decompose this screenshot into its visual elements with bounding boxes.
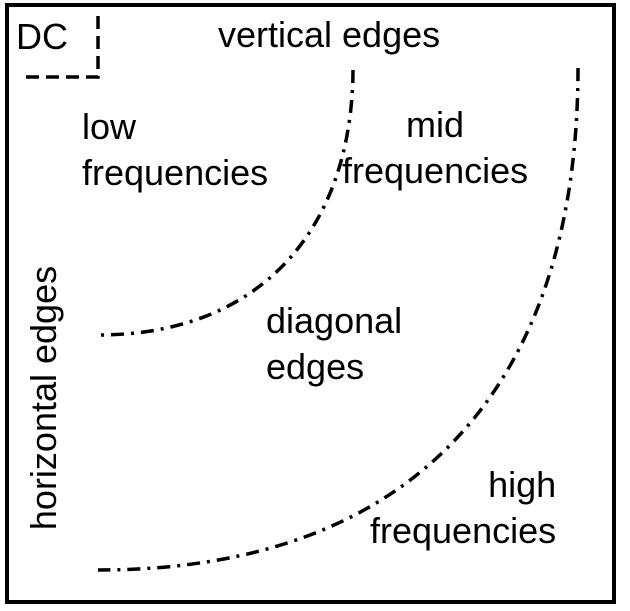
high-frequencies-line-1: high xyxy=(488,464,557,505)
vertical-edges-label: vertical edges xyxy=(218,14,441,55)
low-frequencies-line-1: low xyxy=(82,106,137,147)
low-frequencies-line-2: frequencies xyxy=(82,152,269,193)
high-frequencies-line-2: frequencies xyxy=(370,510,557,551)
dc-label: DC xyxy=(16,16,68,57)
mid-high-boundary-curve xyxy=(97,67,580,572)
mid-frequencies-line-2: frequencies xyxy=(342,150,529,191)
diagonal-edges-line-2: edges xyxy=(266,346,365,387)
low-mid-boundary-curve xyxy=(97,69,355,337)
diagonal-edges-line-1: diagonal xyxy=(266,300,403,341)
mid-frequencies-line-1: mid xyxy=(406,104,465,145)
high-frequencies-label: high frequencies xyxy=(370,462,556,554)
low-frequencies-label: low frequencies xyxy=(82,104,268,196)
diagonal-edges-label: diagonal edges xyxy=(266,298,402,390)
outer-frame xyxy=(5,3,616,604)
dc-region-boundary xyxy=(20,16,100,79)
mid-frequencies-label: mid frequencies xyxy=(342,102,528,194)
horizontal-edges-label: horizontal edges xyxy=(23,265,64,531)
